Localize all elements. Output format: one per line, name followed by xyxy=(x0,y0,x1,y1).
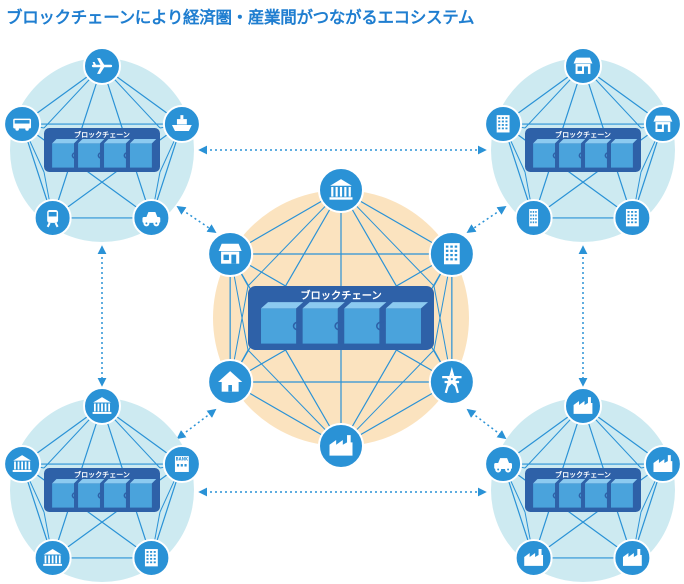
center-cluster: ブロックチェーン xyxy=(207,167,475,469)
truck-icon xyxy=(484,445,523,484)
factory-icon xyxy=(514,538,553,577)
ship-icon xyxy=(162,105,201,144)
government-icon xyxy=(33,538,72,577)
bus-icon xyxy=(3,105,42,144)
block-cube xyxy=(610,143,633,168)
bank-building-icon: BANK xyxy=(162,445,201,484)
block-cube xyxy=(559,143,581,168)
shop-icon xyxy=(207,231,254,277)
blockchain-label: ブロックチェーン xyxy=(555,130,611,139)
tower-icon xyxy=(514,198,553,237)
bank-icon xyxy=(3,445,42,484)
airplane-icon xyxy=(83,47,121,85)
office-building-icon xyxy=(428,231,475,277)
block-cube xyxy=(610,483,633,508)
connection-arrow xyxy=(176,408,217,440)
office-building-icon xyxy=(613,198,652,237)
block-cube xyxy=(104,143,126,168)
block-cube xyxy=(302,308,338,344)
car-icon xyxy=(132,198,171,237)
connection-arrow xyxy=(466,205,507,234)
connection-arrow xyxy=(176,205,217,234)
block-cube xyxy=(261,308,297,344)
cluster-top-left: ブロックチェーン xyxy=(3,47,201,242)
cluster-bottom-right: ブロックチェーン xyxy=(484,387,682,582)
blockchain-label: ブロックチェーン xyxy=(74,130,130,139)
block-cube xyxy=(533,143,556,168)
cluster-bottom-left: ブロックチェーン BANK xyxy=(3,387,201,582)
blockchain-label: ブロックチェーン xyxy=(74,470,130,479)
shop-icon xyxy=(564,47,602,85)
block-cube xyxy=(385,308,421,344)
connection-arrows xyxy=(97,145,588,497)
block-cube xyxy=(52,143,75,168)
hotel-icon xyxy=(484,105,523,144)
store-icon xyxy=(643,105,682,144)
block-cube xyxy=(129,483,152,508)
bank-icon xyxy=(318,167,364,213)
factory-icon xyxy=(613,538,652,577)
blockchain-label: ブロックチェーン xyxy=(555,470,611,479)
factory-icon xyxy=(564,387,602,425)
page-title: ブロックチェーンにより経済圏・産業間がつながるエコシステム xyxy=(6,8,475,27)
block-cube xyxy=(129,143,152,168)
block-cube xyxy=(78,143,100,168)
block-cube xyxy=(344,308,380,344)
block-cube xyxy=(78,483,100,508)
office-building-icon xyxy=(132,538,171,577)
block-cube xyxy=(585,143,607,168)
block-cube xyxy=(52,483,75,508)
house-icon xyxy=(207,359,254,405)
block-cube xyxy=(104,483,126,508)
power-tower-icon xyxy=(428,359,475,405)
blockchain-label: ブロックチェーン xyxy=(300,289,381,302)
cluster-top-right: ブロックチェーン xyxy=(484,47,682,242)
clusters: ブロックチェーンブロックチェーンブロックチェーンBANKブロックチェーンブロック… xyxy=(3,47,682,582)
block-cube xyxy=(585,483,607,508)
block-cube xyxy=(533,483,556,508)
train-icon xyxy=(33,198,72,237)
factory-icon xyxy=(318,423,364,469)
bank-icon xyxy=(83,387,121,425)
factory-icon xyxy=(643,445,682,484)
connection-arrow xyxy=(466,408,507,440)
bank-sign-label: BANK xyxy=(176,457,189,462)
block-cube xyxy=(559,483,581,508)
